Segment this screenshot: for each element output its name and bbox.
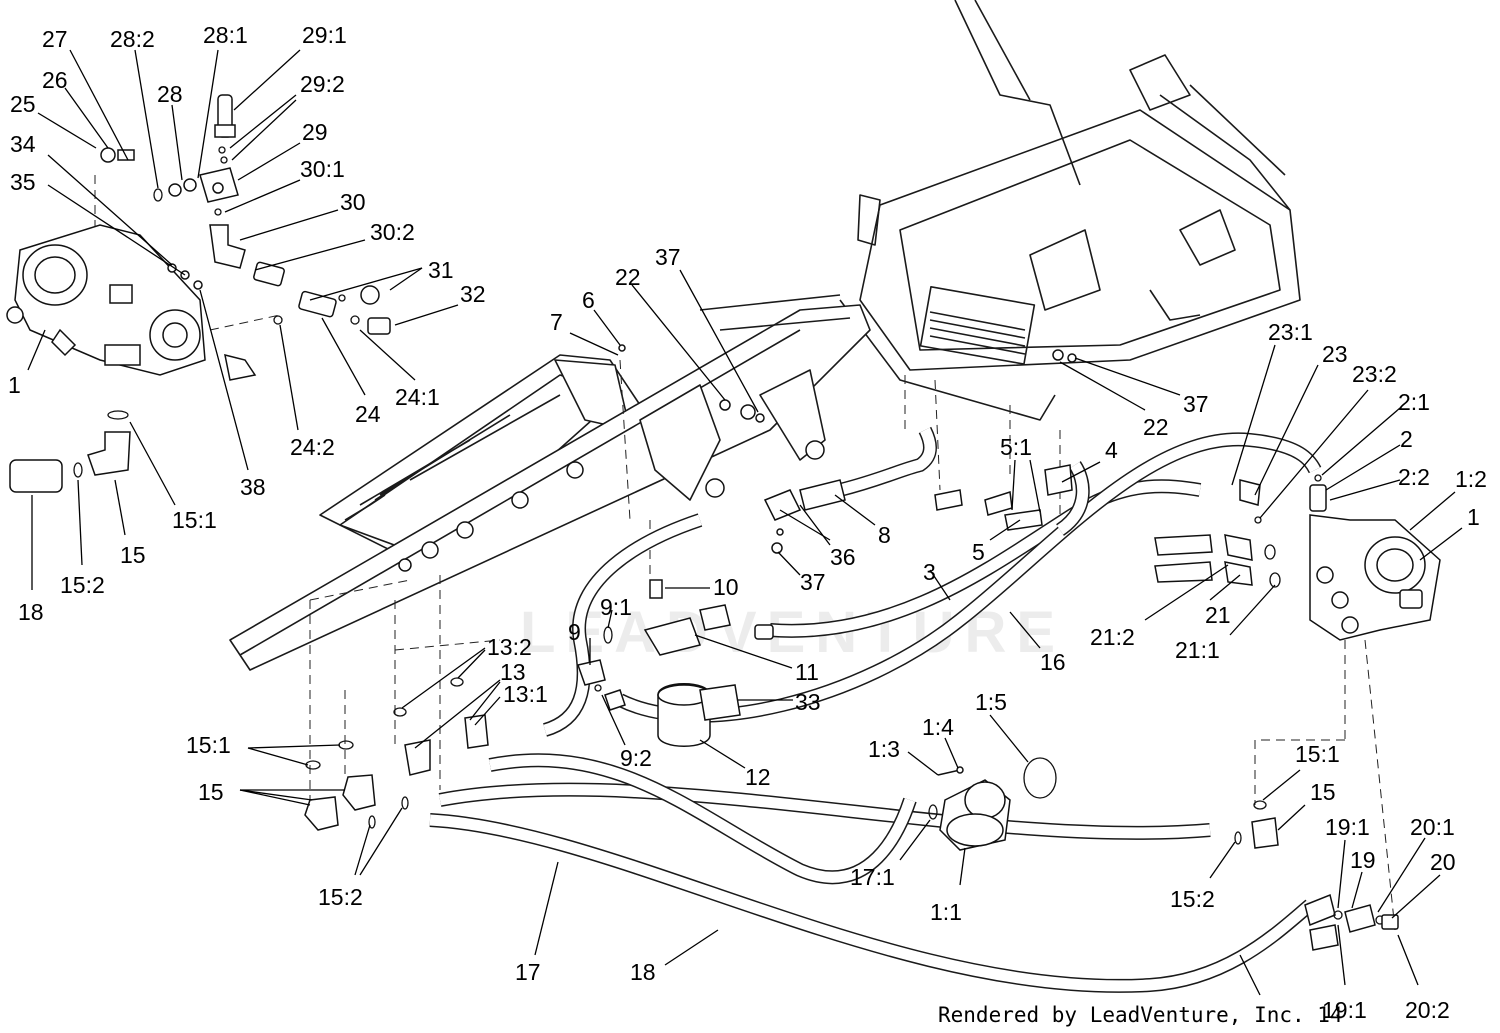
callout-label: 1:1 <box>930 899 962 925</box>
callout-label: 19:1 <box>1322 997 1367 1023</box>
callout-label: 33 <box>795 689 821 715</box>
callout-label: 11 <box>795 659 819 685</box>
callout-label: 21:1 <box>1175 637 1220 663</box>
callout-label: 25 <box>10 91 36 117</box>
callout-label: 15:1 <box>1295 741 1340 767</box>
callout-label: 29:2 <box>300 71 345 97</box>
callout-label: 15 <box>120 542 146 568</box>
callout-label: 1 <box>8 372 21 398</box>
callout-label: 21 <box>1205 602 1231 628</box>
callout-label: 15 <box>198 779 224 805</box>
callout-label: 28:2 <box>110 26 155 52</box>
callout-label: 29:1 <box>302 22 347 48</box>
callout-label: 36 <box>830 544 856 570</box>
callout-label: 23:1 <box>1268 319 1313 345</box>
callout-label: 7 <box>550 309 563 335</box>
callout-label: 17 <box>515 959 541 985</box>
callout-label: 9:1 <box>600 594 632 620</box>
callout-label: 17:1 <box>850 864 895 890</box>
callout-label: 29 <box>302 119 328 145</box>
left-top-fittings <box>100 94 391 335</box>
callout-label: 34 <box>10 131 36 157</box>
callout-label: 13:1 <box>503 681 548 707</box>
callout-label: 4 <box>1105 437 1118 463</box>
callout-label: 15:2 <box>318 884 363 910</box>
left-pump-assembly <box>6 224 257 381</box>
callout-label: 23:2 <box>1352 361 1397 387</box>
callout-label: 15:1 <box>172 507 217 533</box>
callout-label: 20:2 <box>1405 997 1450 1023</box>
callout-label: 32 <box>460 281 486 307</box>
callout-label: 2:2 <box>1398 464 1430 490</box>
leader-lines <box>27 49 1463 996</box>
filter-assembly <box>577 579 774 747</box>
callout-label: 3 <box>923 559 936 585</box>
rendered-by-credit: Rendered by LeadVenture, Inc. 14 <box>938 1003 1343 1027</box>
callout-label: 37 <box>655 244 681 270</box>
left-lower-fittings <box>9 410 131 493</box>
callout-label: 15:2 <box>1170 886 1215 912</box>
callout-label: 12 <box>745 764 771 790</box>
callout-label: 1 <box>1467 504 1480 530</box>
callout-label: 20 <box>1430 849 1456 875</box>
callout-label: 18 <box>18 599 44 625</box>
callout-label: 38 <box>240 474 266 500</box>
callout-label: 26 <box>42 67 68 93</box>
callout-label: 10 <box>713 574 739 600</box>
upper-frame <box>839 0 1301 421</box>
callout-label: 19:1 <box>1325 814 1370 840</box>
callout-label: 5 <box>972 539 985 565</box>
callout-label: 16 <box>1040 649 1066 675</box>
callout-label: 37 <box>1183 391 1209 417</box>
assembly-guides <box>94 175 1396 931</box>
callout-label: 13:2 <box>487 634 532 660</box>
main-chassis <box>229 294 871 671</box>
callout-label: 28:1 <box>203 22 248 48</box>
callout-label: 9:2 <box>620 745 652 771</box>
callout-label: 1:4 <box>922 714 954 740</box>
center-hardware <box>618 344 1077 554</box>
callout-label: 21:2 <box>1090 624 1135 650</box>
callout-label: 15:2 <box>60 572 105 598</box>
callout-label: 9 <box>568 619 581 645</box>
callout-label: 35 <box>10 169 36 195</box>
callout-label: 37 <box>800 569 826 595</box>
callout-label: 6 <box>582 287 595 313</box>
callout-label: 30:1 <box>300 156 345 182</box>
callout-label: 28 <box>157 81 183 107</box>
callout-label: 30 <box>340 189 366 215</box>
callout-label: 15:1 <box>186 732 231 758</box>
callout-label: 1:3 <box>868 736 900 762</box>
callout-label: 13 <box>500 659 526 685</box>
callout-label: 5:1 <box>1000 434 1032 460</box>
callout-label: 23 <box>1322 341 1348 367</box>
callout-label: 2:1 <box>1398 389 1430 415</box>
callout-label: 2 <box>1400 426 1413 452</box>
callout-label: 18 <box>630 959 656 985</box>
lower-center-pump <box>928 757 1057 851</box>
callout-label: 1:2 <box>1455 466 1487 492</box>
callout-label: 20:1 <box>1410 814 1455 840</box>
callout-label: 19 <box>1350 847 1376 873</box>
lower-fittings <box>304 677 1399 951</box>
callout-label: 31 <box>428 257 454 283</box>
callout-label: 1:5 <box>975 689 1007 715</box>
callout-label: 22 <box>1143 414 1169 440</box>
callout-label: 24:2 <box>290 434 335 460</box>
hoses <box>429 426 1322 993</box>
callout-label: 30:2 <box>370 219 415 245</box>
callout-label: 24:1 <box>395 384 440 410</box>
callout-label: 8 <box>878 522 891 548</box>
callout-label: 22 <box>615 264 641 290</box>
callout-label: 15 <box>1310 779 1336 805</box>
callout-label: 27 <box>42 26 68 52</box>
callout-labels: 27 28:2 28:1 29:1 26 25 28 29:2 34 29 35… <box>8 22 1487 1023</box>
callout-label: 24 <box>355 401 381 427</box>
right-pump-assembly <box>1154 474 1441 641</box>
